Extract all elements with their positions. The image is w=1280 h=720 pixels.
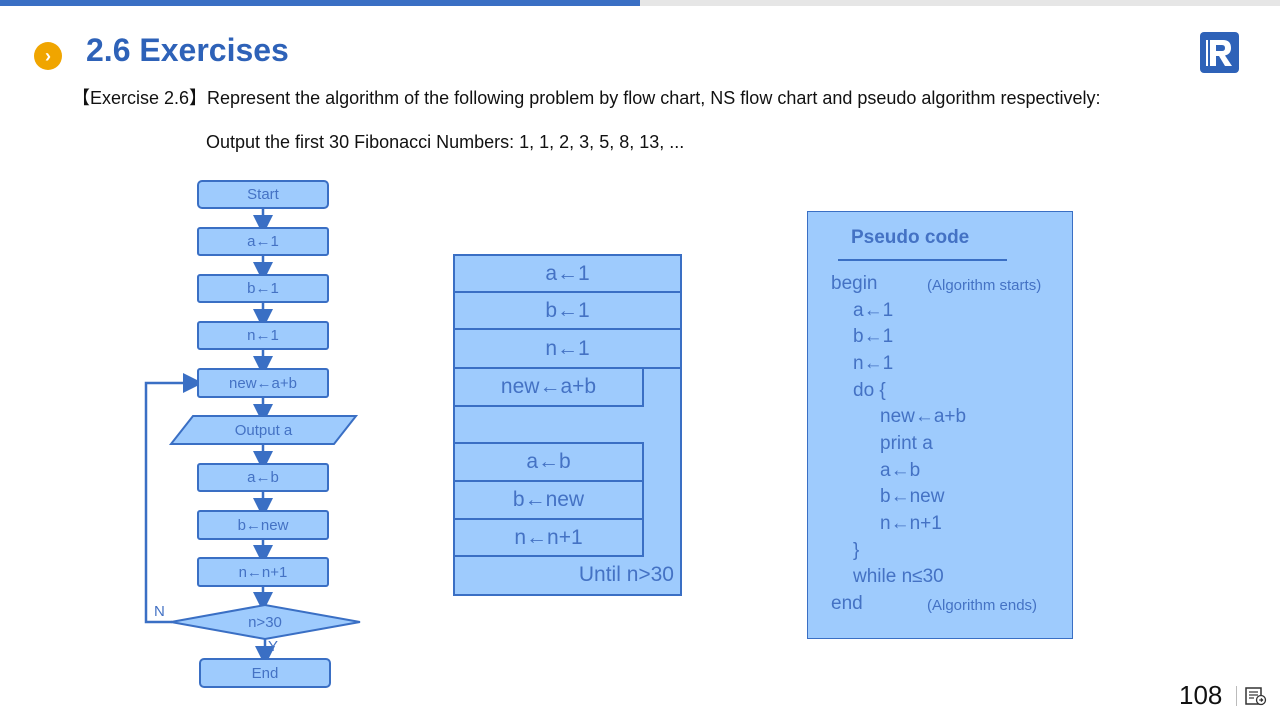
ns-body-n: n←n+1 [453,518,644,557]
flow-output-shape [168,415,359,445]
top-accent-bar [0,0,640,6]
flow-step-new: new←a+b [197,368,329,398]
ns-init-a: a←1 [453,254,682,293]
ns-body-a: a←b [453,442,644,482]
flow-start: Start [197,180,329,209]
flow-step-a-assign: a←b [197,463,329,492]
pseudo-inner-b: b←new [880,486,945,507]
pseudo-inner-a: a←b [880,460,921,481]
exercise-description: 【Exercise 2.6】Represent the algorithm of… [72,88,1101,108]
chevron-right-icon: › [34,42,62,70]
footer-divider [1236,686,1237,706]
pseudo-end-note: (Algorithm ends) [927,597,1038,614]
pseudo-code-title: Pseudo code [851,227,970,248]
slide-notes-icon[interactable] [1245,686,1267,706]
pseudo-line-a: a←1 [853,300,894,321]
r-logo-icon [1200,32,1239,73]
flow-yes-label: Y [268,638,279,655]
pseudo-begin-note: (Algorithm starts) [927,277,1042,294]
pseudo-line-n: n←1 [853,353,894,374]
ns-until-condition: Until n>30 [578,563,674,586]
exercise-task: Output the first 30 Fibonacci Numbers: 1… [206,132,685,152]
flow-step-n-increment: n←n+1 [197,557,329,587]
page-number: 108 [1179,680,1223,710]
top-bar-track [640,0,1280,6]
pseudo-inner-new: new←a+b [880,406,967,427]
flow-no-label: N [154,603,165,620]
ns-init-b: b←1 [453,291,682,330]
flow-step-b-init: b←1 [197,274,329,303]
page-title: 2.6 Exercises [86,32,289,68]
flow-step-n-init: n←1 [197,321,329,350]
pseudo-while: while n≤30 [853,566,944,587]
ns-body-b: b←new [453,480,644,520]
pseudo-begin: begin [831,273,878,294]
ns-body-new: new←a+b [453,367,644,407]
pseudo-line-b: b←1 [853,326,894,347]
flow-step-a-init: a←1 [197,227,329,256]
pseudo-inner-print: print a [880,433,933,454]
pseudo-close-brace: } [853,540,860,561]
pseudo-line-do: do { [853,380,886,401]
flow-end: End [199,658,331,688]
pseudo-code-panel [807,211,1073,639]
pseudo-inner-n: n←n+1 [880,513,942,534]
pseudo-end: end [831,593,863,614]
flow-step-output: Output a [234,421,293,439]
ns-init-n: n←1 [453,328,682,369]
flow-decision: n>30 [248,613,282,631]
pseudo-title-underline [838,259,1007,261]
flow-decision-shape [170,603,361,641]
flow-step-b-assign: b←new [197,510,329,540]
